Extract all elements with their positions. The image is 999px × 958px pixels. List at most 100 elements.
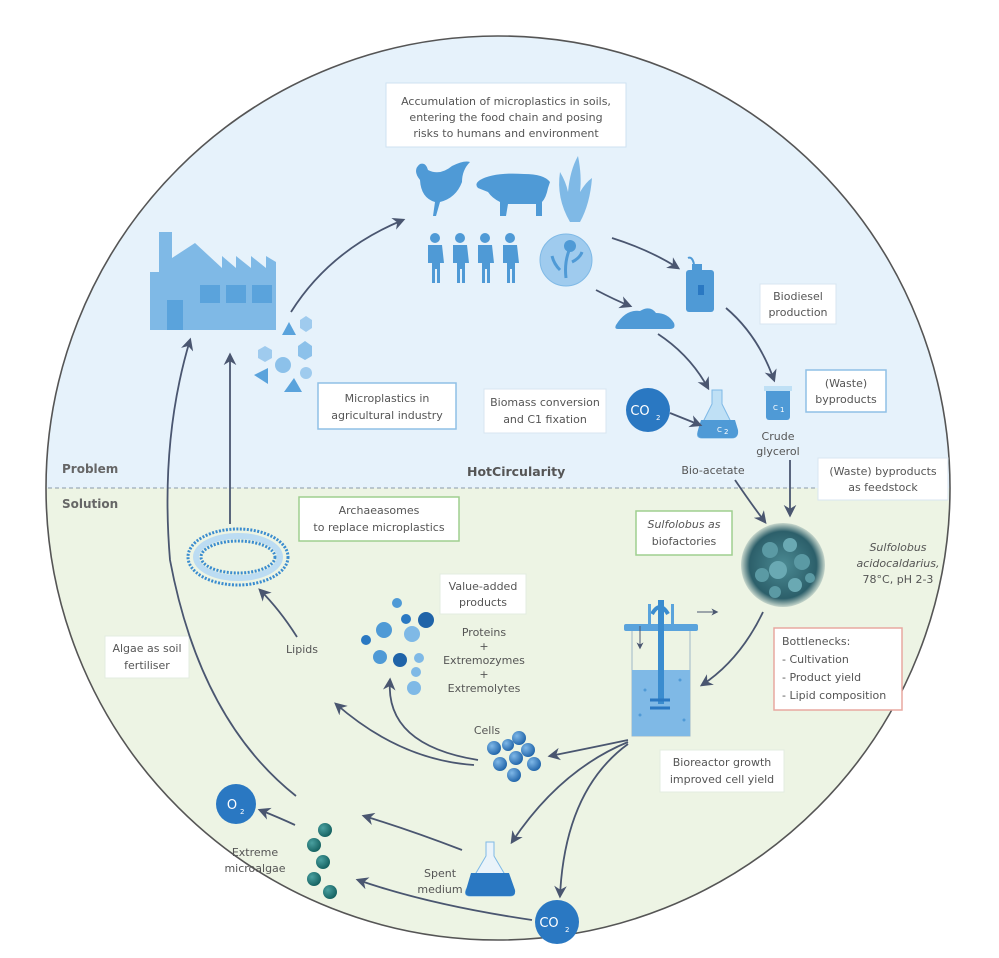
- arrow-acetate-to-sulfolobus: [734, 479, 767, 525]
- corn-icon: [559, 156, 592, 222]
- bottleneck-product-yield: - Product yield: [782, 671, 861, 684]
- archaeasomes-box: Archaeasomes to replace microplastics: [298, 496, 460, 542]
- extreme-microalgae-line-1: Extreme: [232, 846, 279, 859]
- algae-fertiliser-box: Algae as soil fertiliser: [104, 635, 190, 679]
- lipids-label: Lipids: [286, 643, 318, 656]
- microplastics-line-1: Microplastics in: [345, 392, 430, 405]
- arrow-bioreactor-to-co2: [554, 743, 629, 899]
- arrow-corn-to-biodiesel: [611, 237, 681, 270]
- value-added-line-1: Value-added: [449, 580, 518, 593]
- outer-circle: [45, 35, 951, 941]
- o2-text: O: [227, 798, 237, 813]
- c1-subscript: 1: [780, 406, 784, 414]
- co2-output-icon: CO 2: [535, 900, 579, 944]
- sulfolobus-species-line-2: acidocaldarius,: [857, 557, 940, 570]
- co2-fixation-icon: CO 2: [626, 388, 670, 432]
- bottleneck-lipid-composition: - Lipid composition: [782, 689, 886, 702]
- environment-globe-icon: [539, 233, 593, 287]
- c1-text: C: [773, 404, 778, 412]
- factory-icon: [150, 232, 276, 330]
- c2-bioacetate-flask-icon: C 2: [697, 389, 739, 439]
- flow-arrows: [166, 218, 797, 921]
- waste-feedstock-line-1: (Waste) byproducts: [829, 465, 937, 478]
- problem-label: Problem: [62, 462, 118, 476]
- algae-fertiliser-line-1: Algae as soil: [112, 642, 181, 655]
- cells-label: Cells: [474, 724, 501, 737]
- bioreactor-box: Bioreactor growth improved cell yield: [659, 749, 785, 793]
- sulfolobus-biofactories-line-1: Sulfolobus as: [647, 518, 720, 531]
- microplastics-line-2: agricultural industry: [331, 409, 443, 422]
- co2-bottom-subscript: 2: [565, 926, 569, 934]
- co2-subscript: 2: [656, 414, 660, 422]
- waste-feedstock-line-2: as feedstock: [848, 481, 918, 494]
- bioreactor-icon: [624, 600, 719, 737]
- value-added-products-icon: [361, 598, 434, 695]
- biodiesel-line-1: Biodiesel: [773, 290, 823, 303]
- bioreactor-line-1: Bioreactor growth: [673, 756, 772, 769]
- spent-medium-line-1: Spent: [424, 867, 457, 880]
- biomass-line-1: Biomass conversion: [490, 396, 600, 409]
- co2-text: CO: [630, 404, 649, 419]
- arrow-sulfolobus-to-bioreactor: [699, 611, 764, 687]
- bio-acetate-label: Bio-acetate: [681, 464, 744, 477]
- chicken-icon: [416, 161, 470, 216]
- arrow-algae-to-o2: [257, 807, 296, 826]
- cells-icon: [487, 731, 541, 782]
- solution-label: Solution: [62, 497, 118, 511]
- archaeasome-vesicle-icon: [186, 527, 290, 587]
- archaeasomes-line-1: Archaeasomes: [339, 504, 420, 517]
- sulfolobus-micrograph: [741, 523, 825, 607]
- waste-byproducts-box: (Waste) byproducts: [805, 369, 887, 413]
- arrow-biodiesel-to-glycerol: [725, 307, 777, 383]
- spent-medium-flask-icon: [465, 841, 516, 897]
- sulfolobus-species-line-3: 78°C, pH 2-3: [863, 573, 934, 586]
- products-plus-2: +: [479, 668, 488, 681]
- extreme-microalgae-line-2: microalgae: [224, 862, 285, 875]
- arrow-lipids-to-archaeasomes: [258, 588, 298, 638]
- products-extremozymes: Extremozymes: [443, 654, 525, 667]
- accumulation-line-3: risks to humans and environment: [413, 127, 599, 140]
- extreme-microalgae-icon: [307, 823, 337, 899]
- sulfolobus-biofactories-box: Sulfolobus as biofactories: [635, 510, 733, 556]
- arrow-algae-to-factory: [166, 337, 297, 797]
- hotcircularity-title: HotCircularity: [467, 464, 565, 479]
- arrow-bioreactor-to-spent-medium: [510, 741, 629, 845]
- c2-subscript: 2: [724, 428, 728, 436]
- co2-bottom-text: CO: [539, 916, 558, 931]
- o2-subscript: 2: [240, 808, 244, 816]
- archaeasomes-line-2: to replace microplastics: [313, 521, 444, 534]
- accumulation-line-2: entering the food chain and posing: [409, 111, 602, 124]
- arrow-spent-medium-to-algae: [361, 812, 463, 851]
- o2-icon: O 2: [216, 784, 256, 824]
- crude-glycerol-line-2: glycerol: [756, 445, 799, 458]
- crude-glycerol-line-1: Crude: [762, 430, 795, 443]
- value-added-line-2: products: [459, 596, 507, 609]
- value-added-box: Value-added products: [439, 573, 527, 615]
- c1-glycerol-beaker-icon: C 1: [764, 386, 792, 420]
- waste-byproducts-line-1: (Waste): [825, 377, 867, 390]
- arrow-cells-to-lipids: [334, 702, 475, 766]
- biodiesel-jerrycan-icon: [686, 256, 714, 312]
- sulfolobus-biofactories-line-2: biofactories: [652, 535, 717, 548]
- microplastics-icon: [254, 316, 312, 392]
- bioreactor-line-2: improved cell yield: [670, 773, 774, 786]
- waste-feedstock-box: (Waste) byproducts as feedstock: [817, 457, 949, 501]
- products-extremolytes: Extremolytes: [448, 682, 521, 695]
- arrow-co2-to-acetate: [669, 412, 703, 428]
- arrow-factory-to-food-chain: [290, 218, 406, 313]
- arrow-cells-to-products: [382, 677, 479, 761]
- sulfolobus-species-line-1: Sulfolobus: [869, 541, 926, 554]
- accumulation-line-1: Accumulation of microplastics in soils,: [401, 95, 611, 108]
- arrow-environment-to-biomass: [595, 289, 633, 309]
- accumulation-box: Accumulation of microplastics in soils, …: [385, 82, 627, 148]
- biomass-pile-icon: [615, 308, 675, 329]
- products-proteins: Proteins: [462, 626, 507, 639]
- c2-text: C: [717, 426, 722, 434]
- arrow-biomass-to-acetate: [657, 333, 710, 391]
- biodiesel-box: Biodiesel production: [759, 283, 837, 325]
- microplastics-box: Microplastics in agricultural industry: [317, 382, 457, 430]
- bottlenecks-title: Bottlenecks:: [782, 635, 850, 648]
- pig-icon: [476, 173, 550, 216]
- arrow-co2-to-algae: [355, 877, 533, 921]
